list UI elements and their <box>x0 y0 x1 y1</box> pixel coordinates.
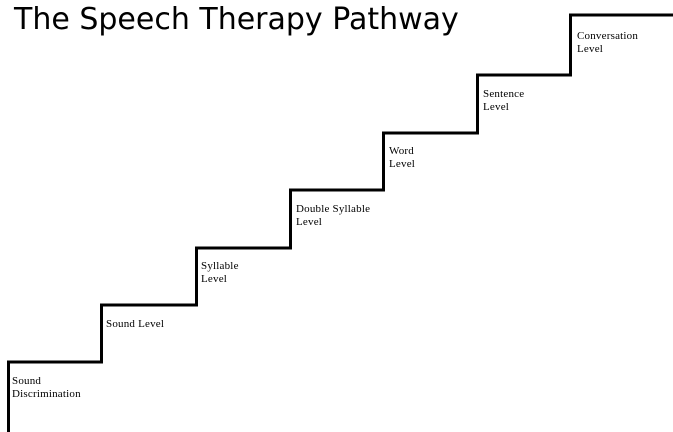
step-label-sound-level: Sound Level <box>106 318 165 330</box>
step-label-conversation-level: Conversation Level <box>577 30 639 55</box>
step-label-sentence-level: Sentence Level <box>483 88 525 113</box>
step-label-word-level: Word Level <box>389 145 416 170</box>
stair-outline-icon <box>7 13 673 432</box>
step-label-sound-discrimination: Sound Discrimination <box>12 375 81 400</box>
page-title: The Speech Therapy Pathway <box>14 2 459 37</box>
step-label-syllable-level: Syllable Level <box>201 260 239 285</box>
step-label-double-syllable-level: Double Syllable Level <box>296 203 371 228</box>
